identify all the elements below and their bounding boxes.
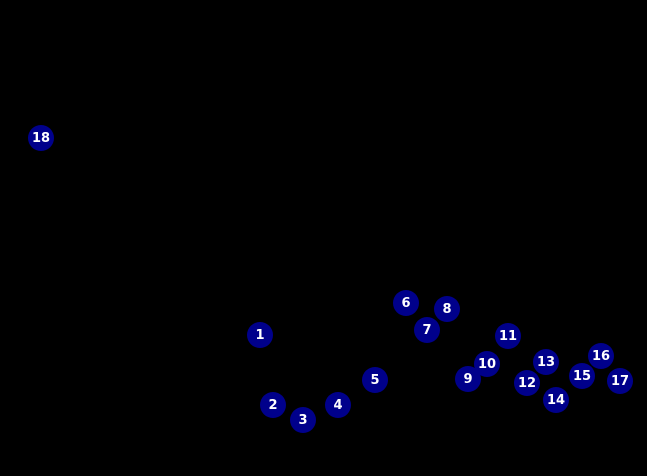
som-marker-6[interactable]: 6	[393, 290, 419, 316]
som-marker-4[interactable]: 4	[325, 392, 351, 418]
som-marker-15[interactable]: 15	[569, 363, 595, 389]
som-marker-label: 2	[268, 397, 278, 413]
som-marker-label: 14	[546, 392, 566, 408]
som-marker-3[interactable]: 3	[290, 407, 316, 433]
som-marker-1[interactable]: 1	[247, 322, 273, 348]
som-marker-label: 10	[477, 356, 497, 372]
som-marker-label: 4	[333, 397, 343, 413]
som-marker-13[interactable]: 13	[533, 349, 559, 375]
som-marker-7[interactable]: 7	[414, 317, 440, 343]
som-marker-label: 6	[401, 295, 411, 311]
som-marker-10[interactable]: 10	[474, 351, 500, 377]
som-marker-5[interactable]: 5	[362, 367, 388, 393]
som-marker-8[interactable]: 8	[434, 296, 460, 322]
som-marker-2[interactable]: 2	[260, 392, 286, 418]
som-marker-label: 5	[370, 372, 380, 388]
som-marker-label: 7	[422, 322, 432, 338]
som-marker-label: 13	[536, 354, 556, 370]
som-marker-label: 18	[31, 130, 51, 146]
som-marker-label: 12	[517, 375, 537, 391]
som-marker-17[interactable]: 17	[607, 368, 633, 394]
som-marker-label: 3	[298, 412, 308, 428]
som-marker-label: 1	[255, 327, 265, 343]
som-marker-16[interactable]: 16	[588, 343, 614, 369]
som-marker-label: 16	[591, 348, 611, 364]
som-marker-label: 17	[610, 373, 630, 389]
som-marker-label: 11	[498, 328, 518, 344]
som-marker-label: 8	[442, 301, 452, 317]
som-marker-label: 9	[463, 371, 473, 387]
som-marker-11[interactable]: 11	[495, 323, 521, 349]
som-marker-label: 15	[572, 368, 592, 384]
som-marker-14[interactable]: 14	[543, 387, 569, 413]
som-marker-12[interactable]: 12	[514, 370, 540, 396]
som-marker-18[interactable]: 18	[28, 125, 54, 151]
